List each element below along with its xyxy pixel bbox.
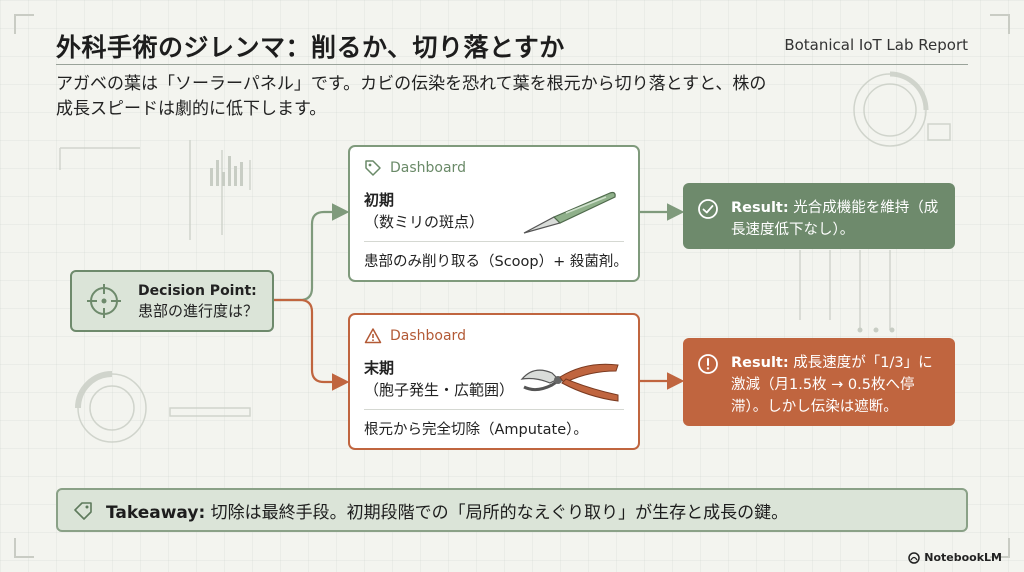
decision-label: Decision Point: [138, 283, 257, 299]
footer-brand: NotebookLM [924, 551, 1002, 564]
early-stage-note: （数ミリの斑点） [364, 213, 485, 231]
connector-to-early [274, 203, 350, 302]
late-stage-title: 末期 [364, 359, 395, 377]
late-result-box: Result: 成長速度が「1/3」に激減（月1.5枚 → 0.5枚へ停滞）。し… [683, 338, 955, 426]
notebooklm-logo-icon [908, 551, 920, 564]
takeaway-label: Takeaway: [106, 502, 206, 523]
card-divider [364, 241, 624, 242]
corner-bracket [14, 14, 34, 34]
crosshair-icon [87, 284, 121, 318]
check-circle-icon [698, 199, 718, 219]
label-icon [74, 502, 92, 520]
title-divider [56, 64, 968, 65]
corner-bracket [990, 538, 1010, 558]
notebooklm-watermark: NotebookLM [908, 551, 1002, 564]
scalpel-icon [523, 191, 616, 234]
page-subtitle: アガベの葉は「ソーラーパネル」です。カビの伝染を恐れて葉を根元から切り落とすと、… [56, 74, 767, 119]
decision-point-box: Decision Point: 患部の進行度は？ [70, 270, 274, 332]
early-action: 患部のみ削り取る（Scoop）+ 殺菌剤。 [364, 254, 628, 270]
warning-icon [364, 328, 382, 344]
early-stage-card: Dashboard 初期 （数ミリの斑点） 患部のみ削り取る（Scoop）+ 殺… [348, 145, 640, 282]
late-action: 根元から完全切除（Amputate）。 [364, 422, 588, 438]
late-card-tag: Dashboard [390, 328, 466, 344]
pruning-shears-icon [520, 363, 619, 402]
early-result-box: Result: 光合成機能を維持（成長速度低下なし）。 [683, 183, 955, 249]
card-divider [364, 409, 624, 410]
early-result-label: Result: [731, 200, 789, 216]
takeaway-banner: Takeaway: 切除は最終手段。初期段階での「局所的なえぐり取り」が生存と成… [56, 488, 968, 532]
corner-bracket [14, 538, 34, 558]
early-stage-title: 初期 [364, 191, 395, 209]
late-result-text: 成長速度が「1/3」に激減（月1.5枚 → 0.5枚へ停滞）。しかし伝染は遮断。 [731, 355, 933, 415]
connector-to-late [274, 298, 350, 391]
early-card-tag: Dashboard [390, 160, 466, 176]
tag-icon [365, 160, 381, 176]
late-stage-card: Dashboard 末期 （胞子発生・広範囲） 根元から完全切除（Amputat… [348, 313, 640, 450]
alert-circle-icon [698, 354, 718, 374]
late-stage-note: （胞子発生・広範囲） [364, 381, 515, 399]
corner-bracket [990, 14, 1010, 34]
late-result-label: Result: [731, 355, 789, 371]
decision-question: 患部の進行度は？ [138, 302, 259, 320]
early-result-text: 光合成機能を維持（成長速度低下なし）。 [731, 200, 939, 238]
takeaway-text: 切除は最終手段。初期段階での「局所的なえぐり取り」が生存と成長の鍵。 [210, 502, 789, 523]
report-brand: Botanical IoT Lab Report [784, 36, 968, 54]
page-title: 外科手術のジレンマ：削るか、切り落とすか [56, 33, 565, 62]
